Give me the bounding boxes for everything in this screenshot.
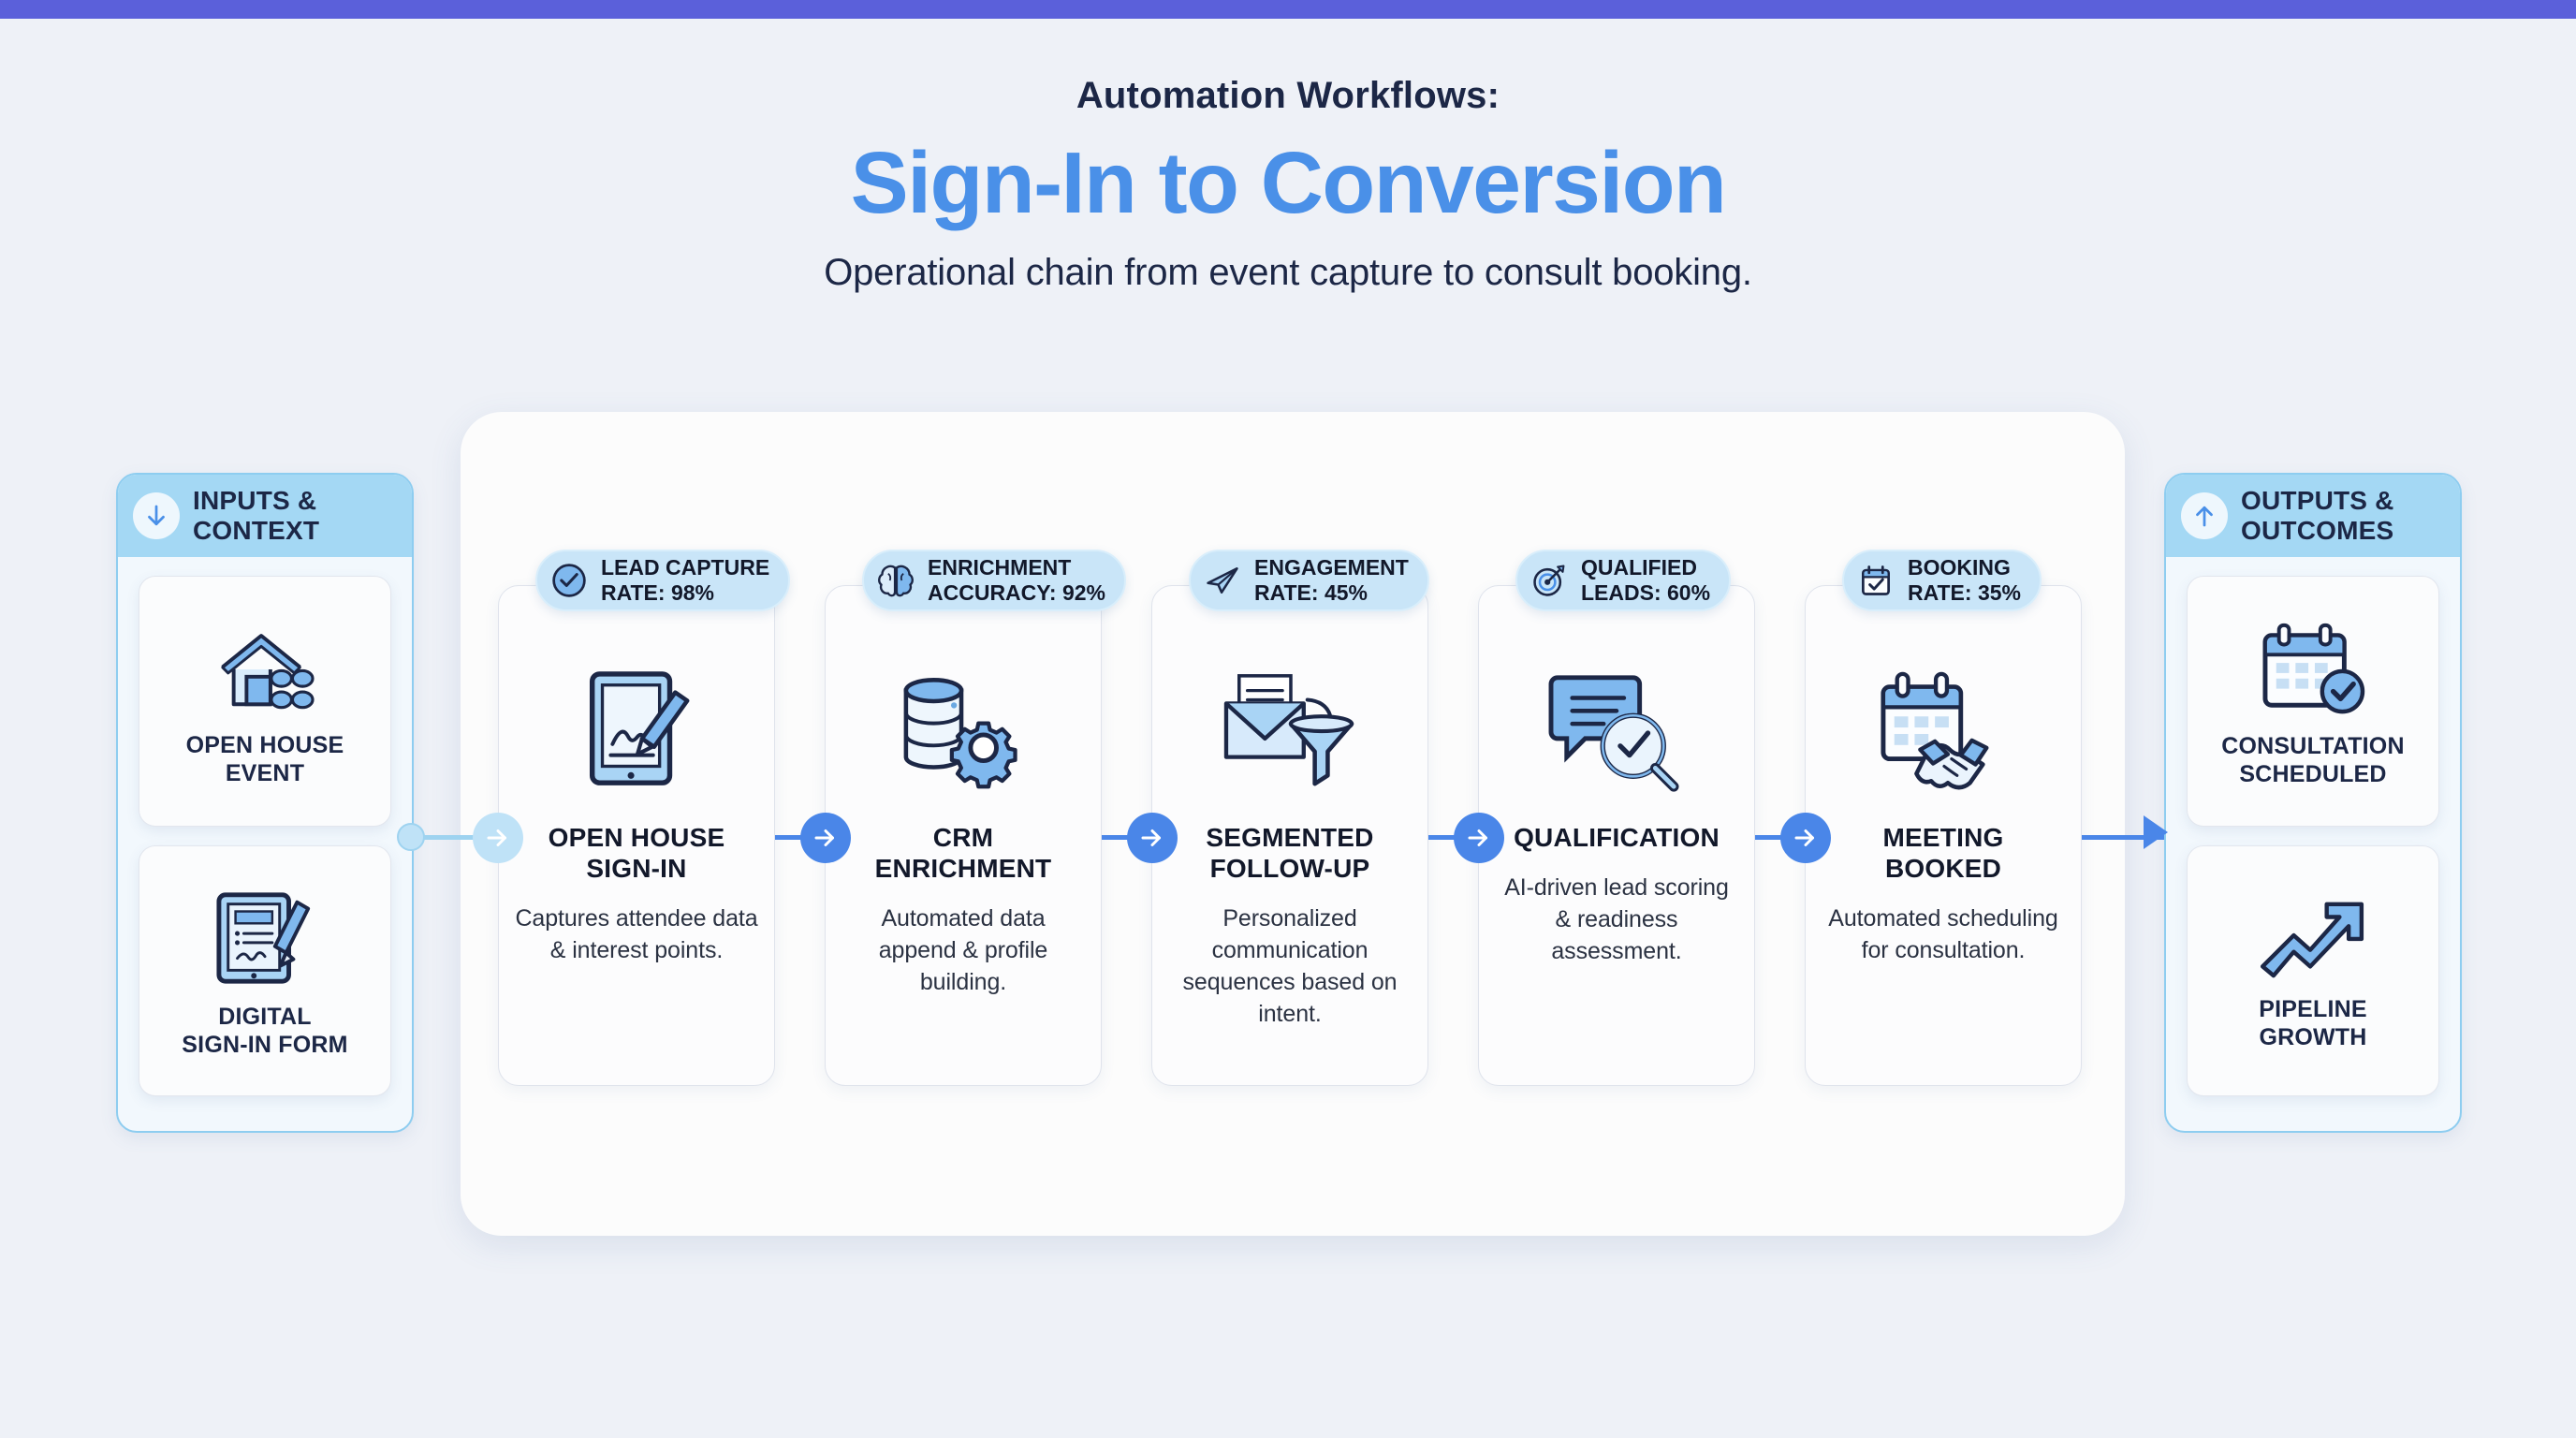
metric-badge-text: ENGAGEMENT RATE: 45% xyxy=(1254,554,1409,605)
input-card-label: DIGITAL SIGN-IN FORM xyxy=(182,1003,348,1058)
connector-line-input xyxy=(408,835,478,840)
house-with-people-icon xyxy=(210,620,320,722)
page-header: Automation Workflows: Sign-In to Convers… xyxy=(0,75,2576,294)
connector-line-1 xyxy=(775,835,807,840)
inputs-panel-header: INPUTS & CONTEXT xyxy=(118,475,412,557)
page-title: Sign-In to Conversion xyxy=(850,134,1727,231)
brain-icon xyxy=(875,560,916,601)
connector-line-2 xyxy=(1102,835,1134,840)
step-title: SEGMENTED FOLLOW-UP xyxy=(1206,823,1374,884)
step-description: Automated data append & profile building… xyxy=(878,905,1048,996)
page-subtitle: Operational chain from event capture to … xyxy=(824,251,1752,293)
tablet-signature-icon xyxy=(572,667,701,798)
output-card-label: PIPELINE GROWTH xyxy=(2259,995,2367,1050)
outputs-panel-body: CONSULTATION SCHEDULED PIPELINE GROWTH xyxy=(2166,557,2460,1115)
step-description: Automated scheduling for consultation. xyxy=(1828,905,2058,964)
metric-badge-engagement-rate[interactable]: ENGAGEMENT RATE: 45% xyxy=(1189,550,1429,611)
inputs-panel-title: INPUTS & CONTEXT xyxy=(193,485,320,545)
output-card-pipeline-growth[interactable]: PIPELINE GROWTH xyxy=(2187,845,2439,1096)
metric-badge-text: BOOKING RATE: 35% xyxy=(1908,554,2021,605)
step-description: Captures attendee data & interest points… xyxy=(515,905,758,964)
workflow-step-segmented-follow-up[interactable]: SEGMENTED FOLLOW-UP Personalized communi… xyxy=(1151,585,1428,1086)
outputs-outcomes-panel: OUTPUTS & OUTCOMES CONSULTATION SCHEDULE… xyxy=(2164,473,2462,1133)
check-circle-icon xyxy=(549,560,590,601)
step-title: QUALIFICATION xyxy=(1514,823,1720,852)
input-card-digital-sign-in-form[interactable]: DIGITAL SIGN-IN FORM xyxy=(139,845,391,1096)
connector-arrowhead-output xyxy=(2144,815,2168,849)
tablet-form-pen-icon xyxy=(210,888,320,993)
metric-badge-qualified-leads[interactable]: QUALIFIED LEADS: 60% xyxy=(1515,550,1732,611)
top-accent-bar xyxy=(0,0,2576,19)
connector-line-output xyxy=(2082,835,2164,840)
connector-line-3 xyxy=(1428,835,1460,840)
step-title: OPEN HOUSE SIGN-IN xyxy=(548,823,725,884)
database-gear-icon xyxy=(893,667,1033,798)
connector-origin-dot xyxy=(397,823,425,851)
output-card-consultation-scheduled[interactable]: CONSULTATION SCHEDULED xyxy=(2187,576,2439,827)
connector-arrow-1 xyxy=(800,813,851,863)
connector-line-4 xyxy=(1755,835,1787,840)
outputs-panel-header: OUTPUTS & OUTCOMES xyxy=(2166,475,2460,557)
calendar-handshake-icon xyxy=(1872,667,2014,798)
growth-arrow-icon xyxy=(2255,895,2371,986)
metric-badge-text: LEAD CAPTURE RATE: 98% xyxy=(601,554,770,605)
workflow-step-open-house-sign-in[interactable]: OPEN HOUSE SIGN-IN Captures attendee dat… xyxy=(498,585,775,1086)
input-card-open-house-event[interactable]: OPEN HOUSE EVENT xyxy=(139,576,391,827)
step-description: Personalized communication sequences bas… xyxy=(1182,905,1398,1028)
paper-plane-icon xyxy=(1202,560,1243,601)
input-card-label: OPEN HOUSE EVENT xyxy=(185,731,344,786)
metric-badge-lead-capture[interactable]: LEAD CAPTURE RATE: 98% xyxy=(535,550,791,611)
metric-badge-text: ENRICHMENT ACCURACY: 92% xyxy=(928,554,1105,605)
arrow-down-icon xyxy=(133,492,180,539)
target-dart-icon xyxy=(1529,560,1570,601)
header-eyebrow: Automation Workflows: xyxy=(1076,75,1500,116)
calendar-check-small-icon xyxy=(1855,560,1896,601)
workflow-step-meeting-booked[interactable]: MEETING BOOKED Automated scheduling for … xyxy=(1805,585,2082,1086)
output-card-label: CONSULTATION SCHEDULED xyxy=(2221,732,2405,787)
calendar-check-icon xyxy=(2256,619,2370,723)
inputs-panel-body: OPEN HOUSE EVENT DIGITAL SIGN-IN FORM xyxy=(118,557,412,1115)
connector-arrow-input xyxy=(473,813,523,863)
outputs-panel-title: OUTPUTS & OUTCOMES xyxy=(2241,485,2394,545)
connector-arrow-3 xyxy=(1454,813,1504,863)
connector-arrow-2 xyxy=(1127,813,1178,863)
step-title: CRM ENRICHMENT xyxy=(874,823,1052,884)
chat-magnifier-check-icon xyxy=(1548,667,1685,798)
inputs-context-panel: INPUTS & CONTEXT OPEN HOUSE EVENT xyxy=(116,473,414,1133)
metric-badge-enrichment-accuracy[interactable]: ENRICHMENT ACCURACY: 92% xyxy=(862,550,1126,611)
step-description: AI-driven lead scoring & readiness asses… xyxy=(1504,874,1729,965)
metric-badge-booking-rate[interactable]: BOOKING RATE: 35% xyxy=(1842,550,2042,611)
metric-badge-text: QUALIFIED LEADS: 60% xyxy=(1581,554,1711,605)
connector-arrow-4 xyxy=(1780,813,1831,863)
step-title: MEETING BOOKED xyxy=(1882,823,2004,884)
workflow-step-crm-enrichment[interactable]: CRM ENRICHMENT Automated data append & p… xyxy=(825,585,1102,1086)
workflow-step-qualification[interactable]: QUALIFICATION AI-driven lead scoring & r… xyxy=(1478,585,1755,1086)
arrow-up-icon xyxy=(2181,492,2228,539)
envelope-funnel-icon xyxy=(1219,667,1361,798)
